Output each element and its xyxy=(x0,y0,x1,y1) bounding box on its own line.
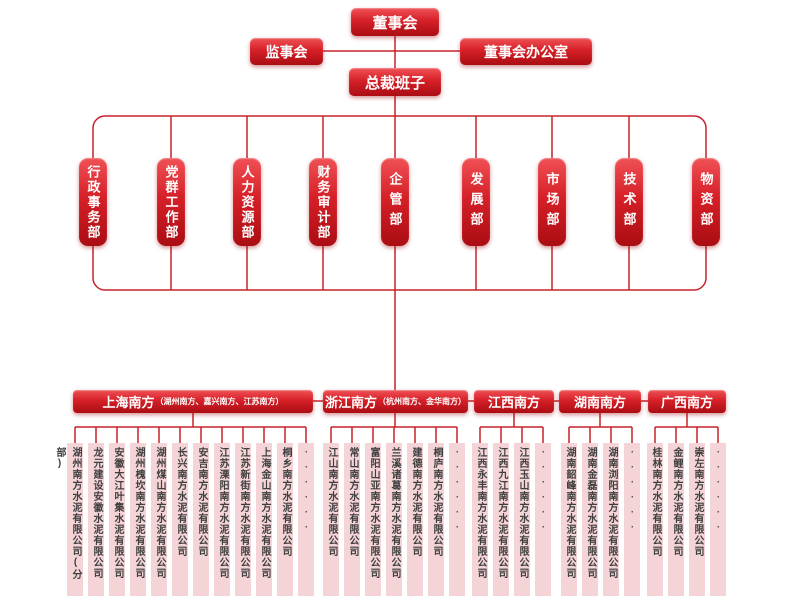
department-box-development: 发展部 xyxy=(462,158,490,246)
company-column: 湖南浏阳南方水泥有限公司 xyxy=(603,443,619,596)
department-box-technology: 技术部 xyxy=(615,158,643,246)
board-box: 董事会 xyxy=(351,8,439,36)
supervisory-board-box: 监事会 xyxy=(250,38,323,65)
department-box-admin-affairs: 行政事务部 xyxy=(79,158,107,246)
company-column: 江苏溧阳南方水泥有限公司 xyxy=(214,443,230,596)
company-column: 富阳山亚南方水泥有限公司 xyxy=(365,443,381,596)
region-subnote: （湖州南方、嘉兴南方、江苏南方） xyxy=(155,397,284,406)
more-companies-ellipsis: ······ xyxy=(449,443,465,596)
board-office-box: 董事会办公室 xyxy=(460,38,592,65)
company-column: 湖南韶峰南方水泥有限公司 xyxy=(561,443,577,596)
company-column: 江山南方水泥有限公司 xyxy=(323,443,339,596)
company-column: 桐乡南方水泥有限公司 xyxy=(277,443,293,596)
region-name: 广西南方 xyxy=(660,395,713,410)
company-column: 常山南方水泥有限公司 xyxy=(344,443,360,596)
company-group-zhejiang: 江山南方水泥有限公司 常山南方水泥有限公司 富阳山亚南方水泥有限公司 兰溪诸葛南… xyxy=(323,443,465,596)
department-box-finance-audit: 财务审计部 xyxy=(309,158,337,246)
board-label: 董事会 xyxy=(372,14,418,32)
region-header-guangxi: 广西南方 xyxy=(648,390,726,413)
department-box-hr: 人力资源部 xyxy=(233,158,261,246)
region-name: 浙江南方 xyxy=(324,395,377,410)
more-companies-ellipsis: ······ xyxy=(710,443,726,596)
company-column: 长兴南方水泥有限公司 xyxy=(172,443,188,596)
more-companies-ellipsis: ······ xyxy=(298,443,314,596)
company-column: 兰溪诸葛南方水泥有限公司 xyxy=(386,443,402,596)
department-box-enterprise-mgmt: 企管部 xyxy=(381,158,409,246)
department-box-market: 市场部 xyxy=(538,158,566,246)
company-column: 江西玉山南方水泥有限公司 xyxy=(514,443,530,596)
region-subnote: （杭州南方、金华南方） xyxy=(378,397,466,406)
company-column: 湖州南方水泥有限公司(分部) xyxy=(54,443,83,596)
company-column: 建德南方水泥有限公司 xyxy=(407,443,423,596)
company-column: 安吉南方水泥有限公司 xyxy=(193,443,209,596)
region-name: 上海南方 xyxy=(102,395,155,410)
company-column: 崇左南方水泥有限公司 xyxy=(689,443,705,596)
region-name: 湖南南方 xyxy=(573,395,626,410)
company-column: 江西九江南方水泥有限公司 xyxy=(493,443,509,596)
company-column: 龙元建设安徽水泥有限公司 xyxy=(88,443,104,596)
company-column: 安徽大江叶集水泥有限公司 xyxy=(109,443,125,596)
company-column: 湖南金磊南方水泥有限公司 xyxy=(582,443,598,596)
region-header-hunan: 湖南南方 xyxy=(559,390,641,413)
department-box-materials: 物资部 xyxy=(692,158,720,246)
company-column: 江苏新街南方水泥有限公司 xyxy=(235,443,251,596)
president-team-label: 总裁班子 xyxy=(364,74,425,92)
company-column: 湖州煤山南方水泥有限公司 xyxy=(151,443,167,596)
more-companies-ellipsis: ······ xyxy=(535,443,551,596)
board-office-label: 董事会办公室 xyxy=(484,43,568,60)
region-header-shanghai: 上海南方（湖州南方、嘉兴南方、江苏南方） xyxy=(73,390,313,413)
region-header-zhejiang: 浙江南方（杭州南方、金华南方） xyxy=(323,390,468,413)
company-group-shanghai: 湖州南方水泥有限公司(分部) 龙元建设安徽水泥有限公司 安徽大江叶集水泥有限公司… xyxy=(54,443,314,596)
company-group-jiangxi: 江西永丰南方水泥有限公司 江西九江南方水泥有限公司 江西玉山南方水泥有限公司 ·… xyxy=(472,443,551,596)
company-column: 湖州槐坎南方水泥有限公司 xyxy=(130,443,146,596)
company-column: 江西永丰南方水泥有限公司 xyxy=(472,443,488,596)
supervisory-board-label: 监事会 xyxy=(265,43,308,60)
company-column: 金鲤南方水泥有限公司 xyxy=(668,443,684,596)
region-name: 江西南方 xyxy=(487,395,540,410)
more-companies-ellipsis: ······ xyxy=(624,443,640,596)
region-header-jiangxi: 江西南方 xyxy=(474,390,554,413)
company-group-guangxi: 桂林南方水泥有限公司 金鲤南方水泥有限公司 崇左南方水泥有限公司 ······ xyxy=(647,443,726,596)
company-column: 桂林南方水泥有限公司 xyxy=(647,443,663,596)
department-box-party-work: 党群工作部 xyxy=(157,158,185,246)
company-column: 上海金山南方水泥有限公司 xyxy=(256,443,272,596)
company-column: 桐庐南方水泥有限公司 xyxy=(428,443,444,596)
company-group-hunan: 湖南韶峰南方水泥有限公司 湖南金磊南方水泥有限公司 湖南浏阳南方水泥有限公司 ·… xyxy=(561,443,640,596)
president-team-box: 总裁班子 xyxy=(349,68,441,96)
